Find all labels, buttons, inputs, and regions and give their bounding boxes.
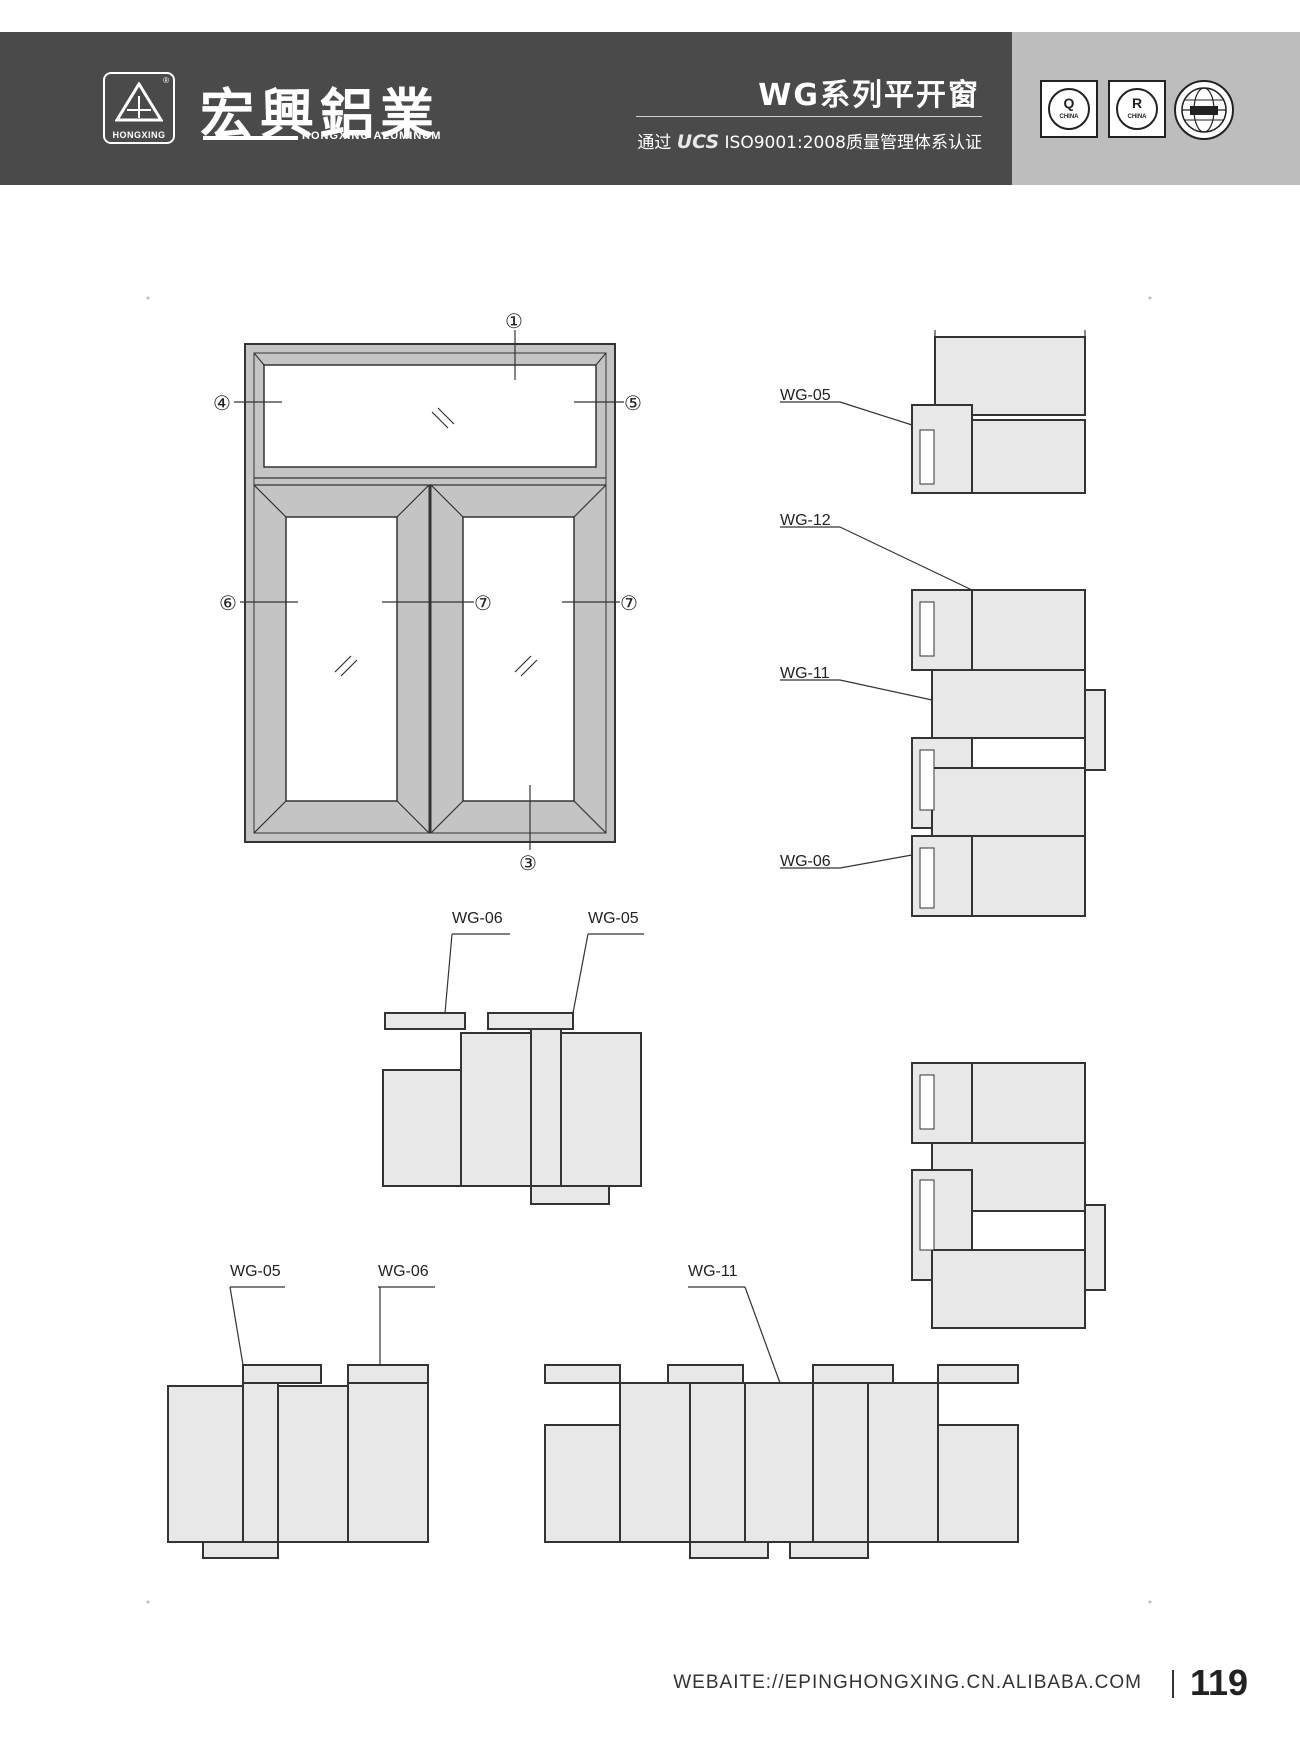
triangle-logo-icon — [115, 82, 163, 122]
marker-7a: ⑦ — [474, 591, 492, 615]
profile-wg05-sash — [934, 336, 1086, 416]
footer-divider — [1172, 1670, 1174, 1698]
label-wg11: WG-11 — [688, 1263, 738, 1280]
right-glass — [462, 516, 575, 802]
marker-6: ⑥ — [219, 591, 237, 615]
logo-subtitle: HONGXING — [112, 130, 166, 140]
label-wg05: WG-05 — [230, 1263, 281, 1280]
transom-glass — [263, 364, 597, 468]
cert-suffix: ISO9001:2008质量管理体系认证 — [724, 133, 982, 153]
ucs-logo-text: UCS — [676, 131, 720, 153]
marker-4: ④ — [213, 391, 231, 415]
marker-1: ① — [505, 309, 523, 333]
badge-ring-icon: R CHINA — [1116, 88, 1158, 130]
globe-cert-icon — [1174, 80, 1234, 140]
section-bottom-right: WG-11 — [544, 1263, 1019, 1559]
badge-letter: R — [1131, 95, 1143, 111]
series-title: WG系列平开窗 — [758, 78, 980, 113]
page-number: 119 — [1190, 1662, 1249, 1703]
q-china-badge: Q CHINA — [1040, 80, 1098, 138]
label-wg06: WG-06 — [378, 1263, 429, 1280]
left-glass — [285, 516, 398, 802]
label-wg12: WG-12 — [780, 512, 831, 529]
section-bottom-left: WG-05 WG-06 — [167, 1263, 435, 1559]
profile-wg06 — [971, 835, 1086, 917]
badge-ring-icon: Q CHINA — [1048, 88, 1090, 130]
corner-marks — [146, 296, 1152, 1604]
section-right-stack: WG-05 WG-12 WG-11 WG-06 — [780, 330, 1106, 917]
brand-name-chinese: 宏興鋁業 — [200, 83, 440, 146]
label-wg05: WG-05 — [780, 387, 831, 404]
title-divider — [636, 116, 982, 117]
marker-3: ③ — [519, 851, 537, 875]
marker-7b: ⑦ — [620, 591, 638, 615]
brand-name-english: HONGXING ALUMINUM — [302, 130, 442, 142]
cert-prefix: 通过 — [637, 133, 672, 153]
badge-caption: CHINA — [1127, 114, 1147, 120]
label-wg06: WG-06 — [452, 910, 503, 927]
hongxing-logo: ® HONGXING — [103, 72, 175, 144]
brand-underline — [203, 136, 298, 140]
label-wg05: WG-05 — [588, 910, 639, 927]
marker-5: ⑤ — [624, 391, 642, 415]
badge-caption: CHINA — [1059, 114, 1079, 120]
footer-url: WEBAITE://EPINGHONGXING.CN.ALIBABA.COM — [673, 1672, 1142, 1693]
page-header: ® HONGXING 宏興鋁業 HONGXING ALUMINUM WG系列平开… — [0, 32, 1300, 185]
label-wg11: WG-11 — [780, 665, 830, 682]
certification-line: 通过 UCS ISO9001:2008质量管理体系认证 — [637, 128, 982, 153]
window-elevation: ① ④ ⑤ ⑥ ⑦ ⑦ ③ — [213, 309, 642, 875]
registered-mark: ® — [163, 76, 169, 85]
section-right-stack-2 — [911, 1062, 1106, 1329]
label-wg06: WG-06 — [780, 853, 831, 870]
r-china-badge: R CHINA — [1108, 80, 1166, 138]
profile-wg11 — [931, 669, 1086, 739]
badge-letter: Q — [1063, 95, 1075, 111]
section-middle-pair: WG-06 WG-05 — [382, 910, 644, 1205]
